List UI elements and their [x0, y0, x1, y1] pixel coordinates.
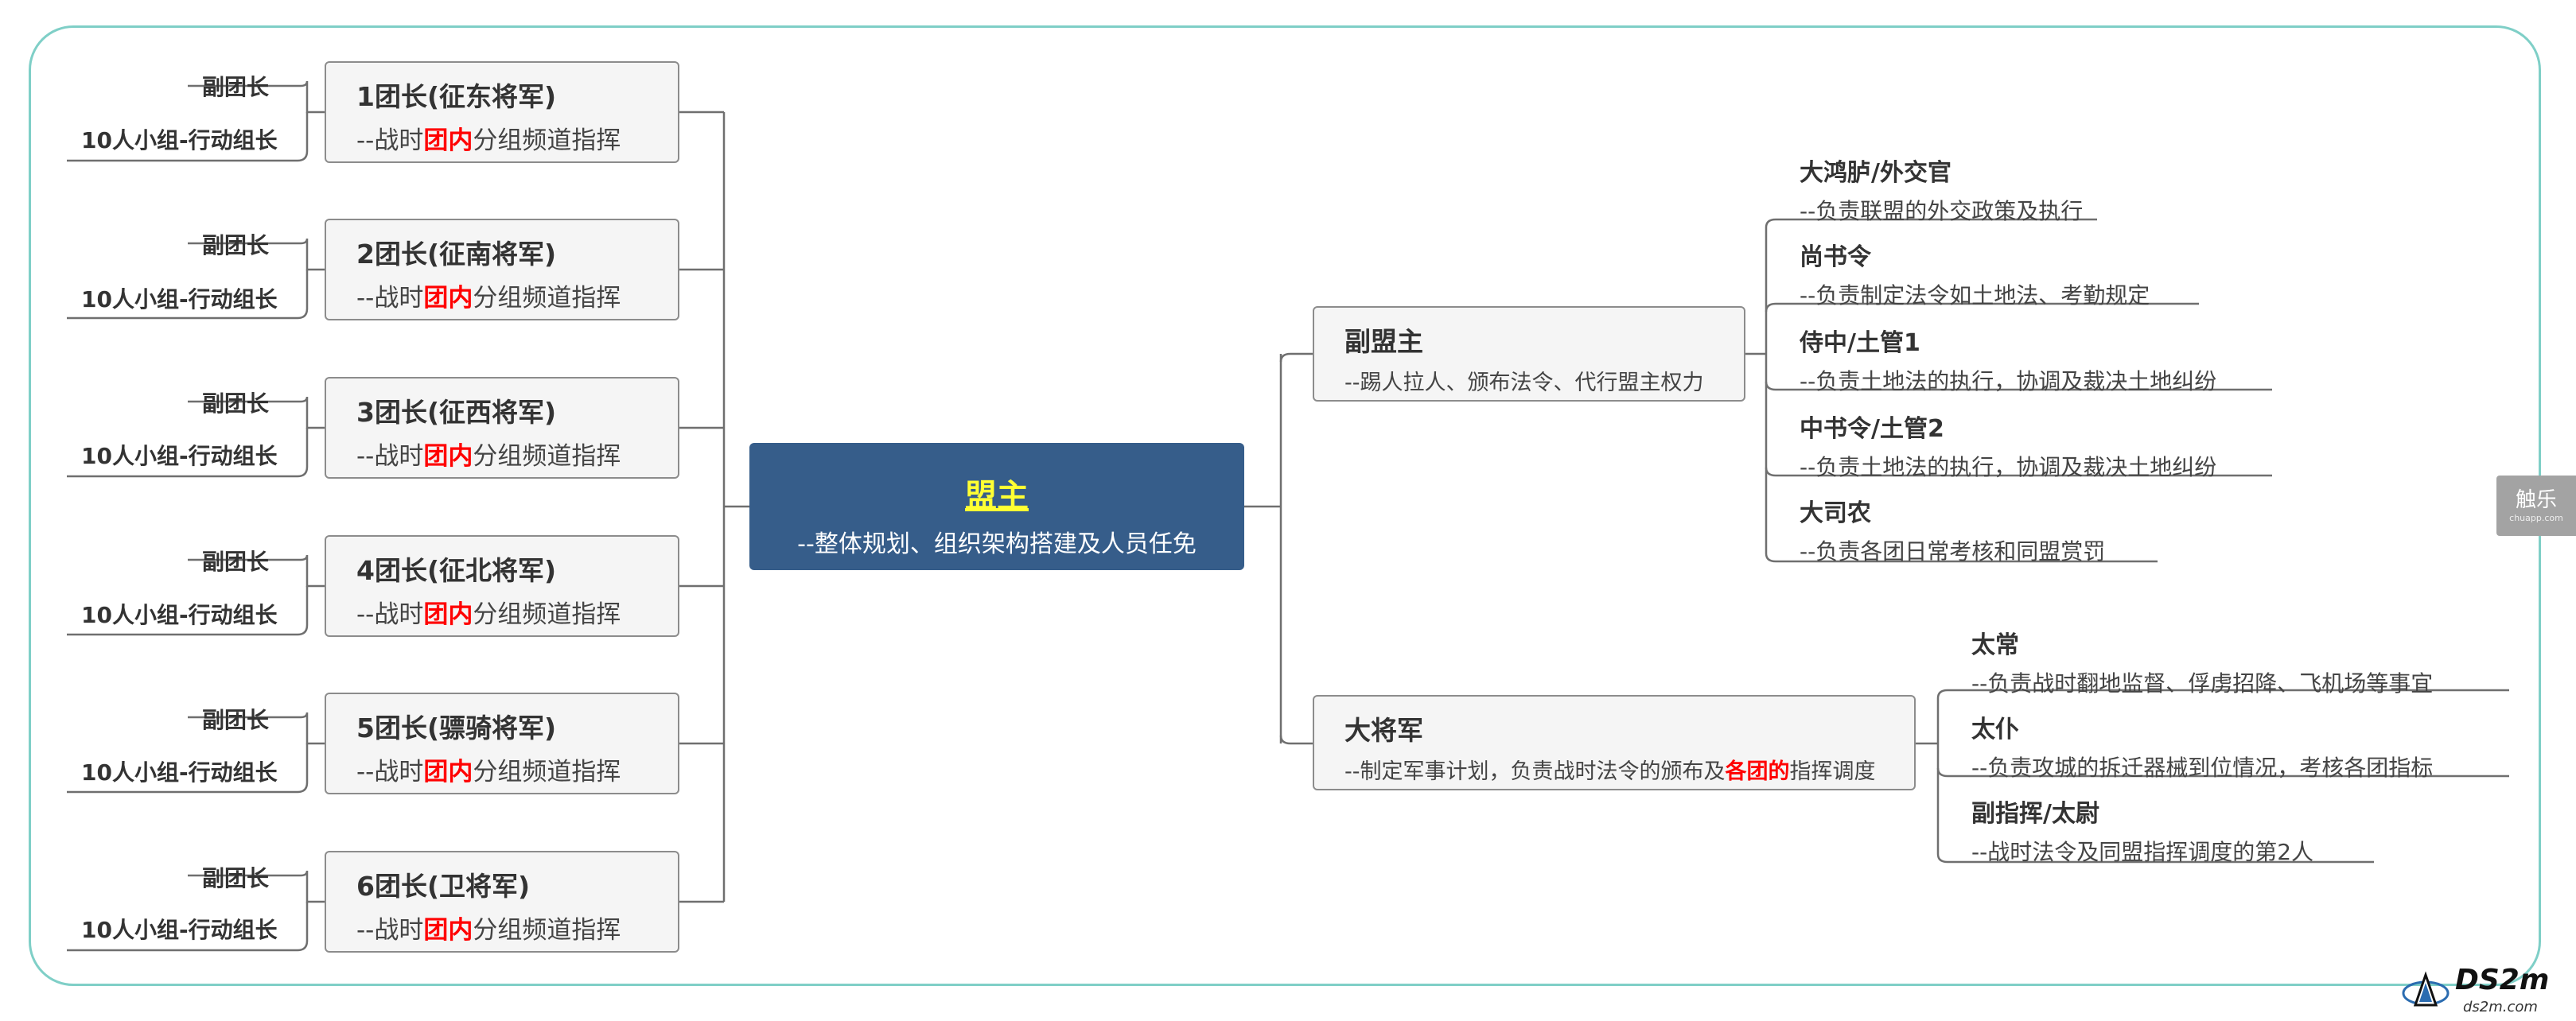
vice-connector-2: [188, 238, 325, 271]
group-label: 10人小组-行动组长: [81, 286, 278, 313]
vice-leader-desc: --踢人拉人、颁布法令、代行盟主权力: [1344, 371, 1704, 395]
vice-connector-4: [188, 554, 325, 588]
role-title: 侍中/土管1: [1800, 329, 1920, 357]
role-deputy-commander[interactable]: 副指挥/太尉 --战时法令及同盟指挥调度的第2人: [1971, 794, 2313, 867]
group-label: 10人小组-行动组长: [81, 443, 278, 469]
branch-node-1[interactable]: 1团长(征东将军) --战时团内分组频道指挥: [325, 61, 679, 163]
branch-desc: --战时团内分组频道指挥: [356, 600, 621, 629]
vice-leader-label: 副团长: [202, 390, 270, 417]
general-child-line-2: [1936, 767, 2509, 778]
site-logo: DS2m ds2m.com: [2396, 964, 2568, 1019]
branch-node-4[interactable]: 4团长(征北将军) --战时团内分组频道指挥: [325, 535, 679, 637]
general-node[interactable]: 大将军 --制定军事计划，负责战时法令的颁布及各团的指挥调度: [1313, 695, 1916, 790]
vice-child-line-2: [1765, 302, 2199, 313]
general-child-line-1: [1936, 689, 2509, 699]
group-label: 10人小组-行动组长: [81, 602, 278, 628]
branch-title: 2团长(征南将军): [356, 239, 557, 270]
role-title: 尚书令: [1800, 243, 1871, 271]
branch-desc: --战时团内分组频道指挥: [356, 442, 621, 471]
branch-desc: --战时团内分组频道指挥: [356, 284, 621, 313]
group-connector-3: [67, 428, 309, 478]
branch-title: 4团长(征北将军): [356, 555, 557, 586]
group-label: 10人小组-行动组长: [81, 759, 278, 786]
role-desc: --战时法令及同盟指挥调度的第2人: [1971, 839, 2314, 865]
vice-child-line-3: [1765, 381, 2272, 391]
root-node[interactable]: 盟主 --整体规划、组织架构搭建及人员任免: [749, 443, 1244, 570]
vice-child-line-4: [1765, 467, 2272, 477]
vice-leader-label: 副团长: [202, 74, 270, 100]
role-desc: --负责制定法令如土地法、考勤规定: [1800, 282, 2150, 309]
group-connector-2: [67, 270, 309, 320]
role-title: 中书令/土管2: [1800, 415, 1944, 443]
role-taichang[interactable]: 太常 --负责战时翻地监督、俘虏招降、飞机场等事宜: [1971, 625, 2433, 698]
group-connector-4: [67, 586, 309, 636]
role-dasinong[interactable]: 大司农 --负责各团日常考核和同盟赏罚: [1800, 493, 2105, 566]
vice-connector-5: [188, 712, 325, 745]
root-desc: --整体规划、组织架构搭建及人员任免: [797, 530, 1197, 558]
logo-subtext: ds2m.com: [2463, 999, 2538, 1015]
role-desc: --负责土地法的执行，协调及裁决土地纠纷: [1800, 368, 2217, 394]
logo-mark-icon: [2402, 971, 2450, 1007]
role-desc: --负责联盟的外交政策及执行: [1800, 198, 2084, 224]
role-diplomat[interactable]: 大鸿胪/外交官 --负责联盟的外交政策及执行: [1800, 153, 2083, 226]
branch-title: 1团长(征东将军): [356, 81, 557, 112]
vice-leader-label: 副团长: [202, 232, 270, 258]
trunk-to-vice-leader: [1279, 352, 1313, 363]
branch-desc: --战时团内分组频道指挥: [356, 916, 621, 945]
group-label: 10人小组-行动组长: [81, 127, 278, 153]
trunk-to-general: [1279, 735, 1313, 745]
role-land-manager-1[interactable]: 侍中/土管1 --负责土地法的执行，协调及裁决土地纠纷: [1800, 323, 2216, 396]
branch-node-5[interactable]: 5团长(骠骑将军) --战时团内分组频道指挥: [325, 693, 679, 794]
branch-node-2[interactable]: 2团长(征南将军) --战时团内分组频道指挥: [325, 219, 679, 320]
vice-child-line-1: [1765, 218, 2097, 228]
role-title: 副指挥/太尉: [1971, 800, 2099, 828]
watermark-subtext: chuapp.com: [2509, 513, 2563, 523]
group-label: 10人小组-行动组长: [81, 917, 278, 943]
role-land-manager-2[interactable]: 中书令/土管2 --负责土地法的执行，协调及裁决土地纠纷: [1800, 409, 2216, 482]
branch-desc: --战时团内分组频道指挥: [356, 758, 621, 786]
general-title: 大将军: [1344, 715, 1423, 746]
branch-title: 3团长(征西将军): [356, 397, 557, 428]
role-title: 大司农: [1800, 499, 1871, 527]
role-title: 太仆: [1971, 716, 2019, 743]
role-shangshuling[interactable]: 尚书令 --负责制定法令如土地法、考勤规定: [1800, 237, 2150, 310]
general-desc: --制定军事计划，负责战时法令的颁布及各团的指挥调度: [1344, 759, 1876, 784]
group-connector-6: [67, 902, 309, 952]
watermark-text: 触乐: [2515, 488, 2557, 512]
vice-connector-1: [188, 80, 325, 114]
vice-leader-title: 副盟主: [1344, 326, 1423, 357]
watermark-tab: 触乐 chuapp.com: [2496, 476, 2576, 536]
role-desc: --负责各团日常考核和同盟赏罚: [1800, 538, 2106, 565]
group-connector-1: [67, 112, 309, 162]
group-connector-5: [67, 743, 309, 794]
vice-child-line-5: [1765, 553, 2158, 563]
vice-leader-label: 副团长: [202, 865, 270, 891]
root-title: 盟主: [965, 478, 1029, 514]
logo-text: DS2m: [2455, 964, 2550, 996]
vice-leader-node[interactable]: 副盟主 --踢人拉人、颁布法令、代行盟主权力: [1313, 306, 1745, 402]
branch-title: 6团长(卫将军): [356, 871, 531, 902]
general-child-line-3: [1936, 853, 2374, 864]
vice-connector-6: [188, 870, 325, 903]
vice-leader-label: 副团长: [202, 707, 270, 733]
role-title: 太常: [1971, 631, 2019, 659]
branch-desc: --战时团内分组频道指挥: [356, 126, 621, 155]
branch-title: 5团长(骠骑将军): [356, 712, 557, 743]
branch-node-6[interactable]: 6团长(卫将军) --战时团内分组频道指挥: [325, 851, 679, 953]
branch-node-3[interactable]: 3团长(征西将军) --战时团内分组频道指挥: [325, 377, 679, 479]
vice-connector-3: [188, 396, 325, 429]
role-desc: --负责土地法的执行，协调及裁决土地纠纷: [1800, 454, 2217, 480]
role-title: 大鸿胪/外交官: [1800, 159, 1951, 187]
role-desc: --负责战时翻地监督、俘虏招降、飞机场等事宜: [1971, 670, 2434, 697]
vice-leader-label: 副团长: [202, 549, 270, 575]
role-desc: --负责攻城的拆迁器械到位情况，考核各团指标: [1971, 755, 2434, 781]
role-taipu[interactable]: 太仆 --负责攻城的拆迁器械到位情况，考核各团指标: [1971, 709, 2433, 782]
